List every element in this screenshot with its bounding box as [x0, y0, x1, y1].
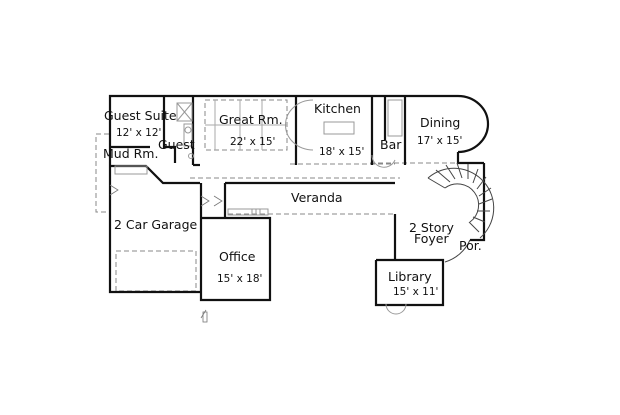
- room-name-bar: Bar: [380, 137, 402, 152]
- spiral-staircase: [427, 162, 495, 263]
- room-name-porch: Por.: [459, 238, 482, 253]
- room-name-foyer-line1: 2 Story: [409, 220, 454, 235]
- room-size-library: 15' x 11': [393, 286, 439, 298]
- room-name-office: Office: [219, 249, 256, 264]
- room-name-dining: Dining: [420, 115, 461, 130]
- door-swings: [109, 184, 223, 323]
- room-size-guest-suite: 12' x 12': [116, 127, 162, 139]
- room-size-office: 15' x 18': [217, 273, 263, 285]
- great-room-ceiling-grid: [205, 100, 287, 150]
- walls: [108, 94, 490, 307]
- room-name-library: Library: [388, 269, 432, 284]
- fixtures: [114, 99, 407, 315]
- room-size-dining: 17' x 15': [417, 135, 463, 147]
- room-size-great-room: 22' x 15': [230, 136, 276, 148]
- room-name-veranda: Veranda: [291, 190, 343, 205]
- room-name-mud-room: Mud Rm.: [103, 146, 159, 161]
- room-name-guest-bath: Guest: [158, 137, 195, 152]
- room-name-great-room: Great Rm.: [219, 112, 283, 127]
- room-name-garage: 2 Car Garage: [114, 217, 198, 232]
- room-name-foyer-line2: Foyer: [414, 231, 449, 246]
- room-size-kitchen: 18' x 15': [319, 146, 365, 158]
- room-name-guest-suite: Guest Suite: [104, 108, 177, 123]
- room-name-kitchen: Kitchen: [314, 101, 361, 116]
